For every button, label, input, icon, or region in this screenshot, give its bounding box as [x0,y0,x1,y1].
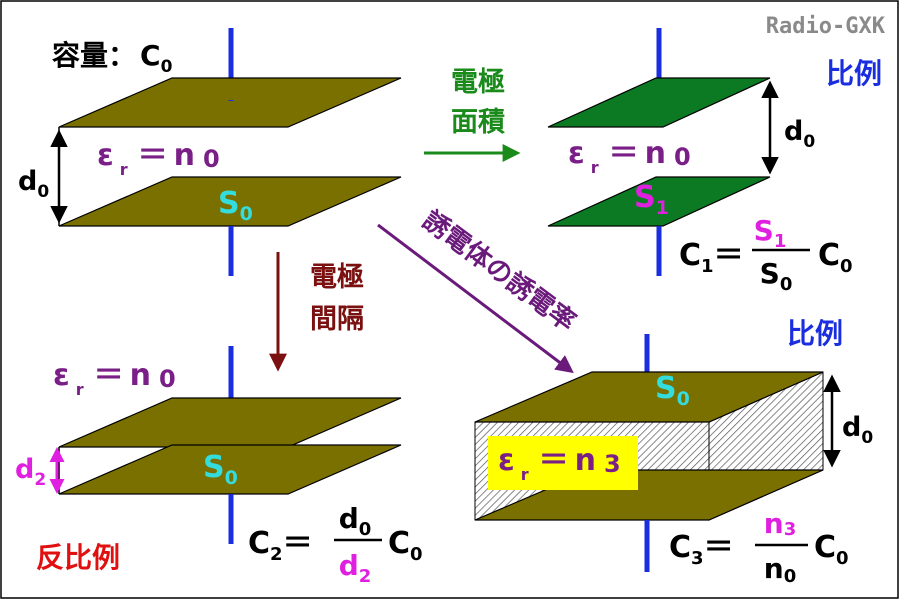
permittivity-change-arrow: 誘電体の誘電率 [377,205,581,374]
svg-text:間隔: 間隔 [310,304,364,335]
svg-text:d0: d0 [339,502,372,540]
watermark: Radio-GXK [766,14,886,39]
upper-plate [58,77,402,128]
formula: C3＝ n3 n0 C0 [669,507,849,587]
svg-text:C2＝: C2＝ [248,526,313,565]
distance-label: d2 [15,454,46,490]
svg-text:面積: 面積 [451,107,505,138]
svg-text:d2: d2 [339,549,372,587]
lower-plate [58,444,402,495]
relation-label: 比例 [826,57,882,90]
svg-text:C3＝: C3＝ [669,530,734,569]
svg-text:n3: n3 [764,507,796,540]
svg-text:電極: 電極 [451,67,505,98]
distance-label: d0 [784,116,815,152]
upper-plate [58,397,402,448]
svg-text:C0: C0 [814,530,849,569]
svg-text:n0: n0 [764,552,796,587]
relation-label: 比例 [787,317,843,350]
svg-text:C1＝: C1＝ [679,238,744,277]
gap-change-arrow: 電極 間隔 [269,252,364,372]
area-label: S0 [655,371,690,410]
area-change-arrow: 電極 面積 [424,67,521,162]
svg-text:C0: C0 [818,238,853,277]
lower-plate [547,176,771,227]
distance-label: d0 [18,166,49,202]
svg-text:S0: S0 [760,257,793,295]
permittivity-highlight [488,436,638,490]
area-label: S0 [203,450,238,489]
upper-plate [474,371,824,423]
svg-text:S1: S1 [754,214,787,252]
distance-label: d0 [842,412,873,448]
formula: C2＝ d0 d2 C0 [248,502,423,587]
relation-label: 反比例 [36,541,120,574]
upper-plate [547,77,771,128]
formula: C1＝ S1 S0 C0 [679,214,853,295]
svg-text:C0: C0 [388,526,423,565]
lower-plate [58,176,402,227]
capacity-label: 容量：C0 [52,39,173,77]
area-label: S0 [218,186,253,225]
area-label: S1 [634,180,669,219]
svg-text:電極: 電極 [310,262,364,293]
